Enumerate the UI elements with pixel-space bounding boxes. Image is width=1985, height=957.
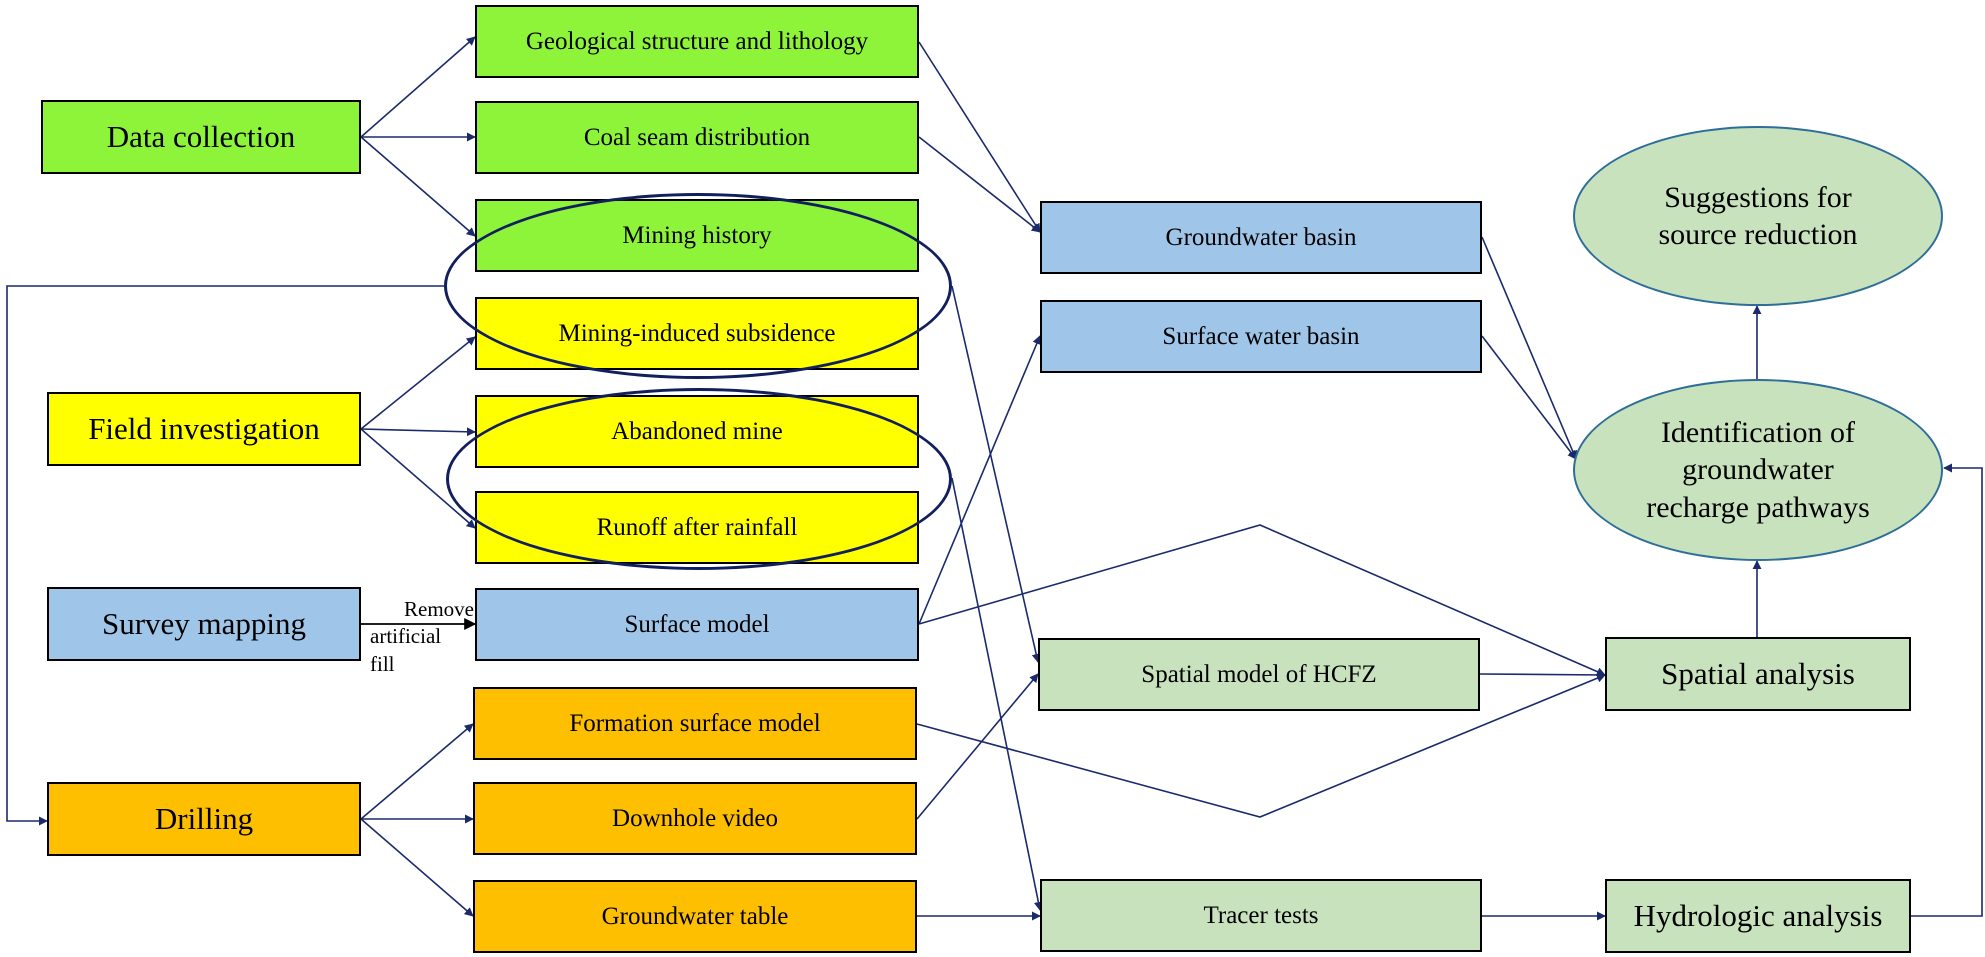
coal-seam-box: Coal seam distribution — [475, 101, 919, 174]
tracer-tests-label: Tracer tests — [1203, 901, 1319, 929]
arrow-mining-to-hcfz — [951, 285, 1041, 663]
downhole-video-label: Downhole video — [612, 804, 778, 832]
abandoned-runoff-ellipse — [446, 388, 952, 570]
survey-mapping-label: Survey mapping — [101, 606, 307, 641]
arrow-data-to-geological — [360, 36, 476, 138]
arrow-sw-basin-to-identification — [1481, 335, 1577, 460]
arrow-geological-to-gw-basin — [918, 41, 1041, 233]
arrow-mining-loop-to-drilling — [6, 285, 444, 826]
tracer-tests-box: Tracer tests — [1040, 879, 1482, 952]
field-investigation-box: Field investigation — [47, 392, 361, 466]
arrow-field-to-subsidence — [360, 336, 476, 430]
arrow-surface-model-to-spatial — [918, 524, 1606, 676]
arrow-field-to-abandoned — [360, 427, 476, 437]
spatial-model-hcfz-box: Spatial model of HCFZ — [1038, 638, 1480, 711]
formation-surface-label: Formation surface model — [569, 709, 821, 737]
identification-line-1: Identification of — [1660, 415, 1856, 449]
arrow-abandoned-to-tracer — [951, 477, 1043, 911]
survey-mapping-box: Survey mapping — [47, 587, 361, 661]
formation-surface-box: Formation surface model — [473, 687, 917, 760]
groundwater-table-box: Groundwater table — [473, 880, 917, 953]
surface-water-basin-label: Surface water basin — [1162, 322, 1360, 350]
suggestions-line-2: source reduction — [1658, 218, 1858, 251]
hydrologic-analysis-label: Hydrologic analysis — [1633, 898, 1883, 933]
arrow-hcfz-to-spatial — [1479, 670, 1606, 680]
arrow-coal-to-gw-basin — [918, 136, 1041, 233]
arrow-surface-model-to-sw-basin — [918, 335, 1042, 625]
annotation-line-2: artificial — [370, 624, 442, 649]
geological-structure-box: Geological structure and lithology — [475, 5, 919, 78]
groundwater-basin-box: Groundwater basin — [1040, 201, 1482, 274]
identification-line-2: groundwater — [1682, 453, 1834, 487]
arrow-data-to-mining-history — [360, 136, 476, 237]
hydrologic-analysis-box: Hydrologic analysis — [1605, 879, 1911, 953]
arrow-gw-basin-to-identification — [1481, 236, 1577, 460]
annotation-line-1: Remove — [404, 597, 474, 621]
data-collection-box: Data collection — [41, 100, 361, 174]
geological-structure-label: Geological structure and lithology — [525, 27, 869, 55]
groundwater-table-label: Groundwater table — [601, 902, 789, 930]
identification-pathways-ellipse: Identification of groundwater recharge p… — [1573, 379, 1943, 561]
mining-group-ellipse — [444, 193, 952, 379]
spatial-analysis-box: Spatial analysis — [1605, 637, 1911, 711]
arrow-field-to-runoff — [360, 428, 476, 529]
arrow-formation-to-spatial — [916, 673, 1606, 818]
remove-fill-annotation: Remove artificial fill — [367, 596, 474, 678]
suggestions-ellipse: Suggestions for source reduction — [1573, 126, 1943, 306]
data-collection-label: Data collection — [106, 119, 296, 154]
drilling-label: Drilling — [154, 801, 254, 836]
drilling-box: Drilling — [47, 782, 361, 856]
surface-model-label: Surface model — [624, 610, 770, 638]
groundwater-basin-label: Groundwater basin — [1165, 223, 1357, 251]
field-investigation-label: Field investigation — [88, 411, 320, 446]
arrow-hydrologic-loop-to-identification — [1911, 463, 1983, 917]
arrow-drilling-to-groundwater-table — [360, 818, 474, 917]
spatial-model-hcfz-label: Spatial model of HCFZ — [1141, 660, 1377, 688]
spatial-analysis-label: Spatial analysis — [1661, 656, 1855, 691]
surface-model-box: Surface model — [475, 588, 919, 661]
downhole-video-box: Downhole video — [473, 782, 917, 855]
annotation-line-3: fill — [370, 651, 395, 676]
arrow-downhole-to-hcfz — [916, 673, 1039, 820]
surface-water-basin-box: Surface water basin — [1040, 300, 1482, 373]
identification-line-3: recharge pathways — [1646, 490, 1870, 524]
coal-seam-label: Coal seam distribution — [583, 123, 811, 151]
suggestions-line-1: Suggestions for — [1664, 180, 1852, 214]
arrow-drilling-to-formation — [360, 723, 474, 820]
